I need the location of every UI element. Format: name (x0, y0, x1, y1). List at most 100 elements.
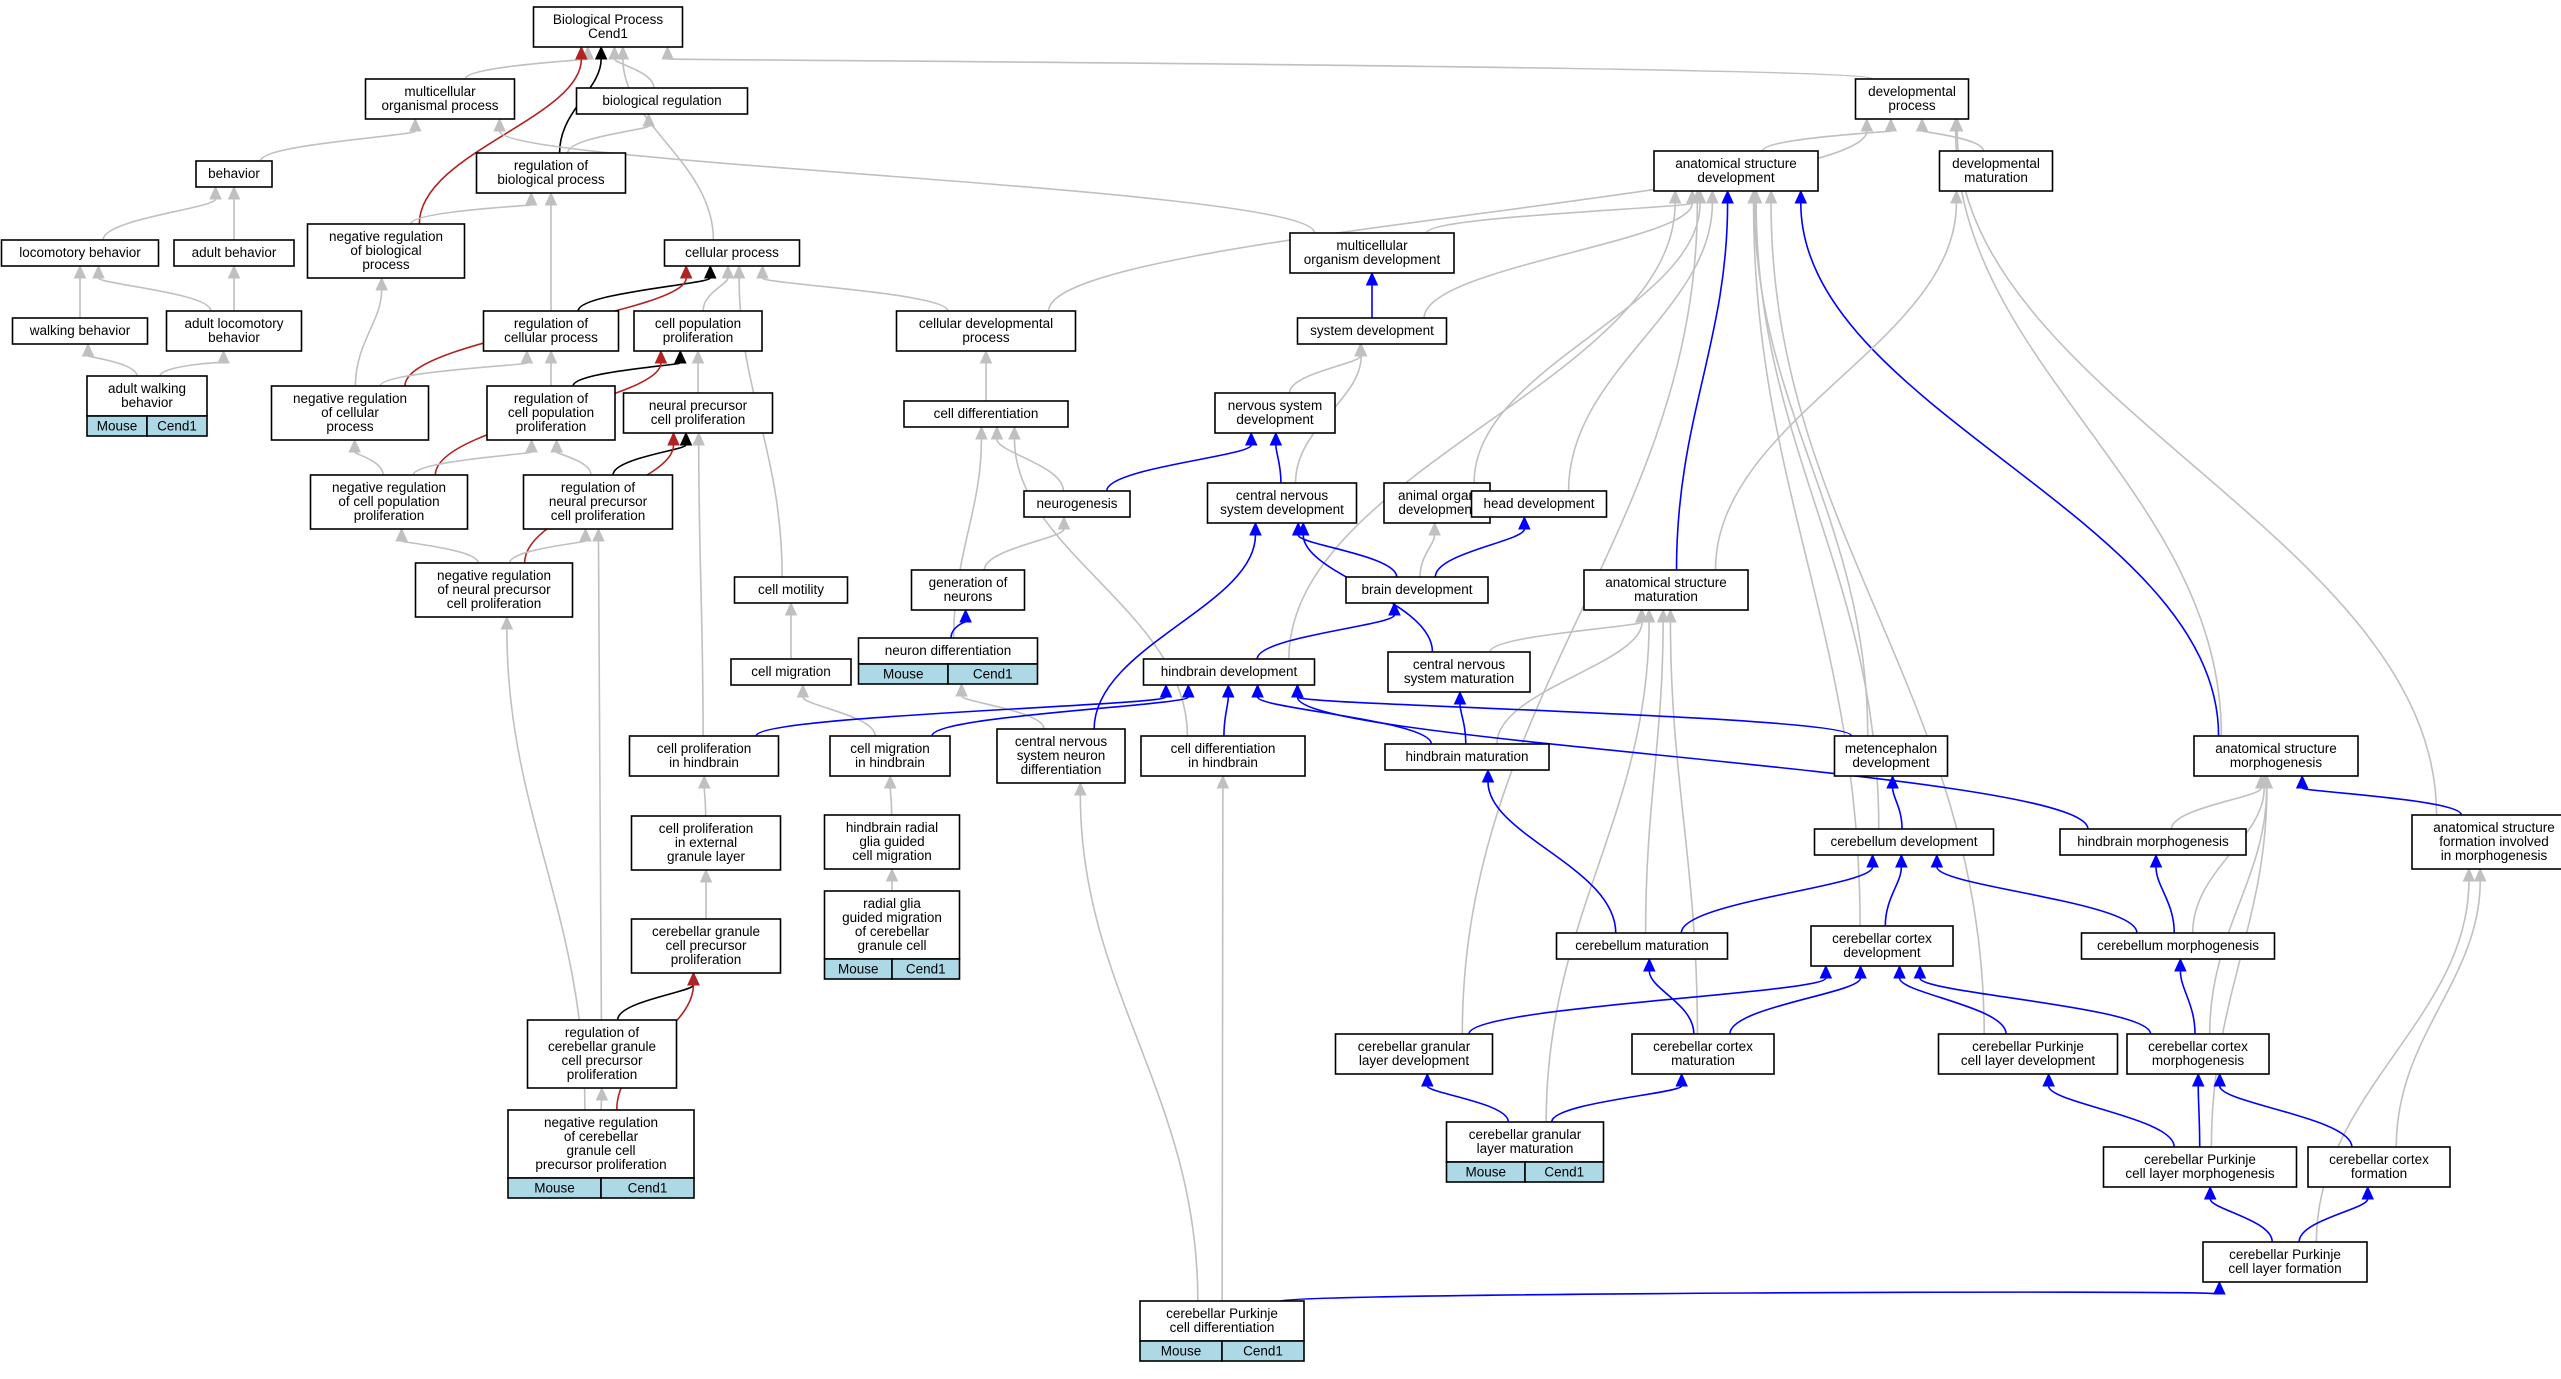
node-cp[interactable]: cellular process (663, 239, 801, 267)
edge-part_of-66 (1291, 521, 1398, 578)
node-cmot[interactable]: cell motility (733, 576, 849, 604)
edge-part_of-115 (2174, 957, 2196, 1035)
node-label: cell population (508, 405, 594, 420)
tag-gene: Cend1 (157, 419, 197, 434)
tag-gene: Cend1 (973, 667, 1013, 682)
node-hbd[interactable]: hindbrain development (1142, 658, 1316, 686)
node-label: cerebellar granular (1469, 1127, 1582, 1142)
node-adb[interactable]: adult behavior (173, 239, 295, 267)
node-sysd[interactable]: system development (1296, 317, 1448, 345)
tag-organism: Mouse (1465, 1165, 1506, 1180)
node-beh[interactable]: behavior (195, 160, 273, 188)
edge-is_a-52 (412, 438, 538, 476)
node-label: cell proliferation (657, 741, 752, 756)
edge-is_a-32 (92, 264, 212, 312)
edge-is_a-15 (227, 185, 241, 240)
node-label: system development (1220, 502, 1344, 517)
node-label: process (326, 419, 374, 434)
node-label: layer development (1359, 1053, 1470, 1068)
edge-regulates-46 (572, 349, 687, 387)
edge-part_of-40 (1365, 271, 1379, 318)
node-hbm[interactable]: hindbrain maturation (1384, 743, 1550, 771)
tag-organism: Mouse (97, 419, 138, 434)
node-label: cerebellar cortex (2329, 1152, 2429, 1167)
node-label: granule cell (566, 1143, 635, 1158)
edge-part_of-102 (1680, 853, 1879, 934)
edge-is_a-116 (595, 1086, 609, 1111)
node-cbmorph[interactable]: cerebellum morphogenesis (2080, 932, 2276, 960)
node-label: cerebellar Purkinje (2229, 1247, 2341, 1262)
edge-part_of-121 (2213, 1072, 2353, 1148)
node-locb[interactable]: locomotory behavior (0, 239, 160, 267)
node-label: generation of (929, 575, 1008, 590)
edge-is_a-24 (1749, 189, 1880, 830)
node-cdiff[interactable]: cell differentiation (903, 400, 1069, 428)
node-cbd[interactable]: cerebellum development (1813, 828, 1995, 856)
node-label: central nervous (1413, 657, 1506, 672)
node-label: regulation of (561, 480, 636, 495)
node-label: cell proliferation (651, 412, 746, 427)
node-label: cell motility (758, 582, 824, 597)
node-breg[interactable]: biological regulation (575, 87, 749, 115)
node-cbm[interactable]: cerebellum maturation (1555, 932, 1729, 960)
node-cmig[interactable]: cell migration (730, 658, 852, 686)
node-hbmorph[interactable]: hindbrain morphogenesis (2059, 828, 2247, 856)
edge-is_a-9 (1761, 117, 1898, 152)
node-hd[interactable]: head development (1470, 490, 1608, 518)
node-neurog[interactable]: neurogenesis (1023, 490, 1131, 518)
edge-is_a-77 (1644, 608, 1670, 934)
node-wb[interactable]: walking behavior (11, 317, 149, 345)
node-brd[interactable]: brain development (1345, 576, 1489, 604)
edge-regulates-38 (577, 264, 717, 312)
